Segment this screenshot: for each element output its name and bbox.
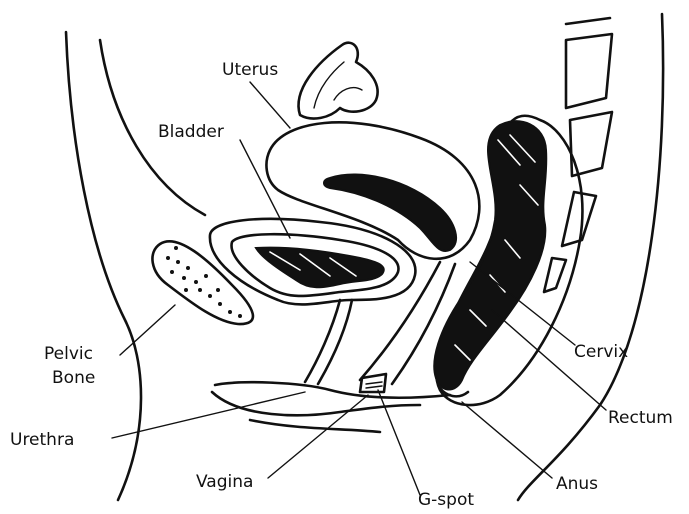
label-uterus: Uterus [222, 60, 278, 80]
urethra-tube-front [305, 300, 340, 382]
g-spot-hatching [366, 382, 382, 388]
body-front-outline [66, 32, 141, 500]
label-pelvic-bone-line1: Pelvic [44, 344, 93, 364]
bladder-lumen [256, 248, 384, 288]
labia-outline [212, 392, 420, 415]
label-rectum: Rectum [608, 408, 673, 428]
label-cervix: Cervix [574, 342, 628, 362]
label-bladder: Bladder [158, 122, 224, 142]
label-vagina: Vagina [196, 472, 253, 492]
label-g-spot: G-spot [418, 490, 474, 510]
fallopian-tube [299, 43, 378, 119]
label-urethra: Urethra [10, 430, 74, 450]
perineum-outline [215, 382, 450, 397]
label-pelvic-bone-line2: Bone [52, 368, 95, 388]
lower-skin-outline [250, 420, 380, 432]
fallopian-tube-detail [314, 62, 362, 108]
label-anus: Anus [556, 474, 598, 494]
